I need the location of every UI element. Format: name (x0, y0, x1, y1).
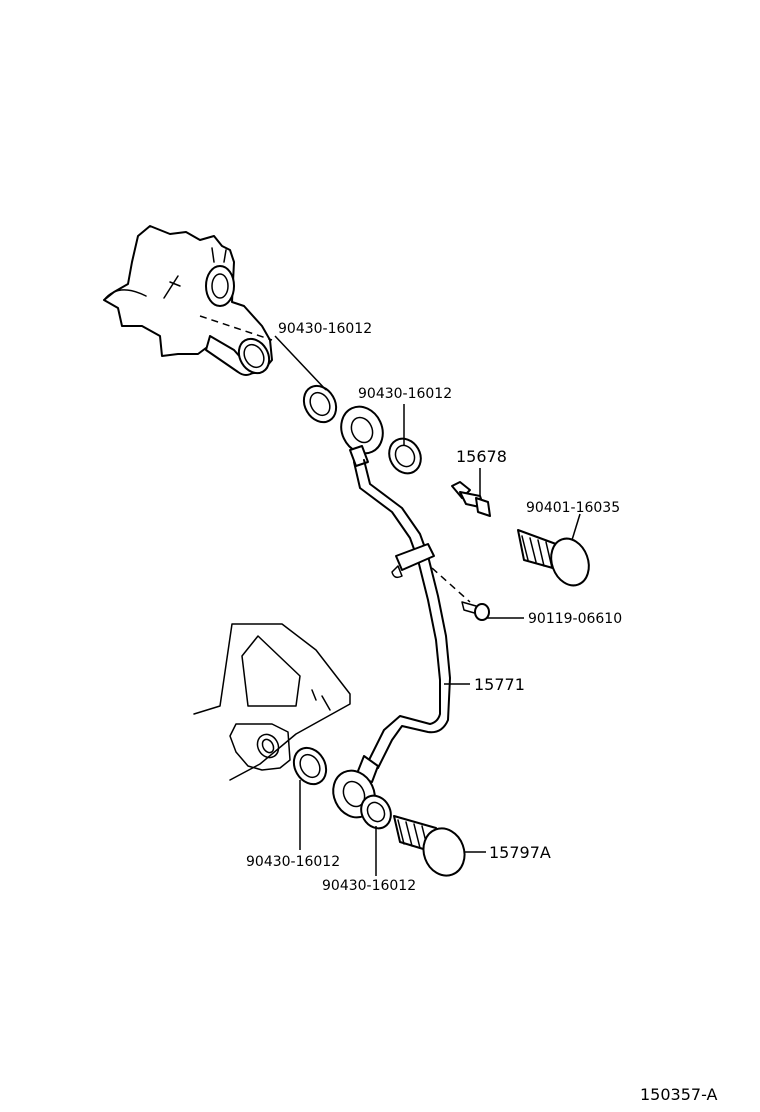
label-gasket-lower-right: 90430-16012 (322, 878, 416, 894)
label-bolt-lower: 15797A (489, 843, 551, 862)
upper-housing-illustration (103, 225, 273, 376)
part-15678-illustration (451, 481, 491, 517)
bolt-lower-illustration (393, 815, 466, 877)
label-part-15678: 15678 (456, 447, 507, 466)
label-bolt-upper: 90401-16035 (526, 500, 620, 516)
label-gasket-upper-left: 90430-16012 (278, 321, 372, 337)
drawing-number: 150357-A (640, 1085, 718, 1104)
gasket-lower-left-illustration (292, 746, 328, 786)
gasket-upper-left-illustration (302, 384, 338, 424)
small-bolt-illustration (431, 567, 490, 621)
label-pipe: 15771 (474, 675, 525, 694)
gasket-lower-right-illustration (360, 794, 392, 830)
label-small-bolt: 90119-06610 (528, 611, 622, 627)
leader-lines (274, 335, 581, 876)
label-gasket-lower-left: 90430-16012 (246, 854, 340, 870)
label-gasket-upper-right: 90430-16012 (358, 386, 452, 402)
gasket-upper-right-illustration (388, 437, 422, 475)
oil-pipe-illustration (332, 405, 451, 819)
bolt-upper-illustration (517, 529, 590, 587)
lower-bracket-illustration (193, 623, 351, 781)
